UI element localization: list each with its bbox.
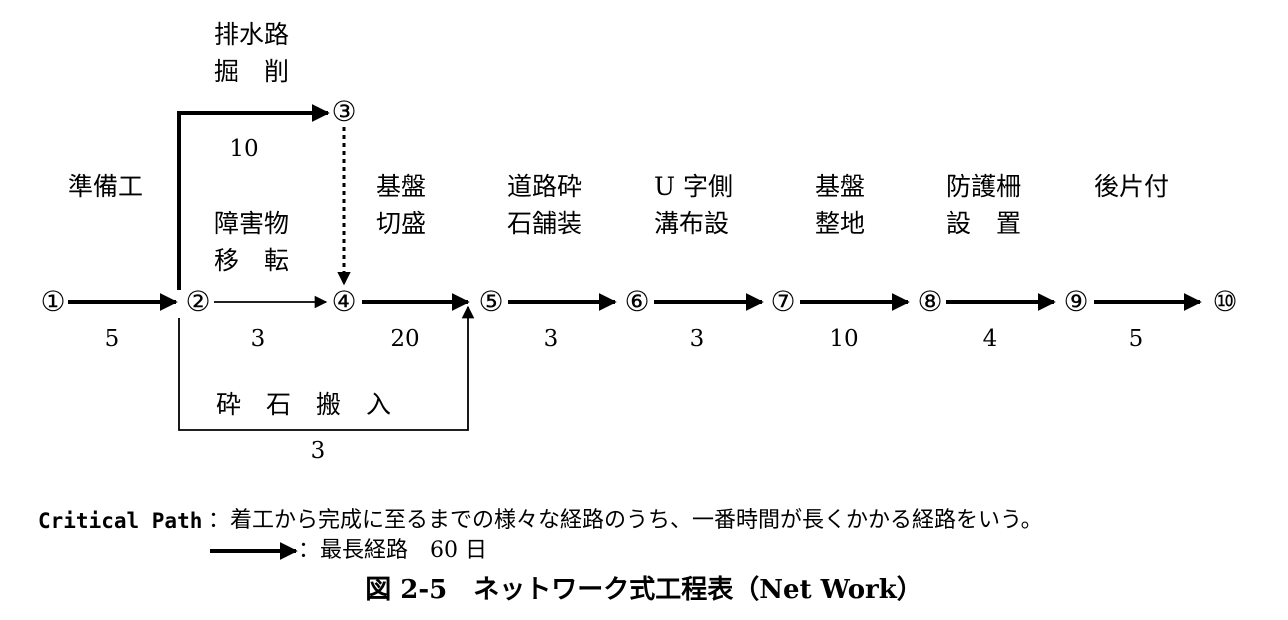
duration-ditch: 3: [689, 326, 705, 352]
node-1: ①: [40, 285, 66, 318]
activity-prep: 準備工: [68, 172, 144, 201]
duration-grade: 10: [829, 326, 859, 352]
critical-path-description: ：着工から完成に至るまでの様々な経路のうち、一番時間が長くかかる経路をいう。: [208, 508, 1043, 533]
duration-fence: 4: [982, 326, 998, 352]
node-5: ⑤: [478, 285, 504, 318]
critical-path-term: Critical Path: [38, 509, 203, 533]
activity-obstacle-line1: 障害物: [214, 209, 290, 238]
activity-gravel: 砕 石 搬 入: [216, 390, 392, 419]
arrow-2-3: [177, 104, 330, 290]
activity-cleanup: 後片付: [1094, 172, 1170, 201]
node-10: ⑩: [1212, 285, 1238, 318]
node-2: ②: [185, 285, 211, 318]
node-3: ③: [331, 95, 357, 128]
duration-gravel: 3: [310, 438, 326, 464]
activity-grade-line1: 基盤: [815, 172, 866, 201]
activity-fence-line1: 防護柵: [946, 172, 1022, 201]
duration-drain: 10: [229, 136, 259, 162]
activity-obstacle-line2: 移 転: [214, 246, 290, 275]
duration-obstacle: 3: [250, 326, 266, 352]
duration-prep: 5: [104, 326, 120, 352]
arrow-2-5-gravel: [178, 305, 475, 431]
node-8: ⑧: [917, 285, 943, 318]
activity-drain-line1: 排水路: [214, 20, 290, 49]
activity-road-line1: 道路砕: [507, 172, 583, 201]
activity-base-line2: 切盛: [376, 209, 427, 238]
node-6: ⑥: [624, 285, 650, 318]
activity-ditch-line1: U 字側: [654, 172, 734, 201]
duration-road: 3: [543, 326, 559, 352]
node-4: ④: [331, 285, 357, 318]
duration-base: 20: [390, 326, 420, 352]
node-9: ⑨: [1063, 285, 1089, 318]
activity-base-line1: 基盤: [376, 172, 427, 201]
node-7: ⑦: [770, 285, 796, 318]
activity-ditch-line2: 溝布設: [654, 209, 730, 238]
duration-cleanup: 5: [1128, 326, 1144, 352]
legend-text: ：最長経路 60 日: [298, 538, 487, 563]
activity-drain-line2: 掘 削: [214, 57, 290, 86]
activity-fence-line2: 設 置: [946, 209, 1022, 238]
activity-road-line2: 石舗装: [507, 209, 583, 238]
figure-caption: 図 2-5 ネットワーク式工程表（Net Work）: [365, 575, 923, 605]
activity-grade-line2: 整地: [815, 209, 866, 238]
